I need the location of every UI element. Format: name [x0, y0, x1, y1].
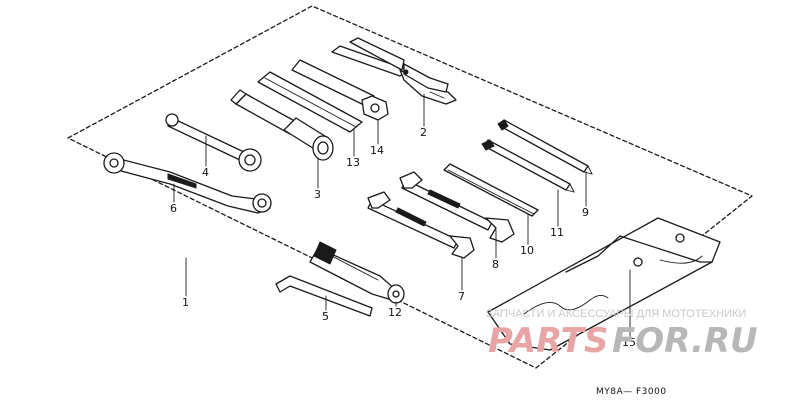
box-wrench — [230, 89, 334, 161]
watermark-logo-left: PARTS — [488, 321, 608, 361]
tool-bag — [487, 217, 721, 351]
callout-12: 12 — [388, 306, 402, 319]
callout-7: 7 — [458, 290, 465, 303]
callout-13: 13 — [346, 156, 360, 169]
hex-spanner — [291, 59, 389, 121]
figure-code: MY8A— F3000 — [596, 387, 667, 397]
hex-key — [275, 275, 373, 317]
callouts: 1 2 3 4 5 6 7 8 9 10 11 12 13 14 15 — [170, 126, 636, 349]
callout-6: 6 — [170, 202, 177, 215]
callout-3: 3 — [314, 188, 321, 201]
open-end-wrench-7 — [367, 191, 475, 259]
flat-tool — [257, 71, 363, 133]
callout-1: 1 — [182, 296, 189, 309]
pliers — [331, 37, 457, 105]
callout-4: 4 — [202, 166, 209, 179]
screwdriver-shaft-11 — [481, 139, 575, 193]
callout-8: 8 — [492, 258, 499, 271]
callout-5: 5 — [322, 310, 329, 323]
callout-11: 11 — [550, 226, 564, 239]
watermark-caption: ЗАПЧАСТИ И АКСЕССУАРЫ ДЛЯ МОТОТЕХНИКИ — [486, 308, 746, 320]
callout-9: 9 — [582, 206, 589, 219]
callout-15: 15 — [622, 336, 636, 349]
leader-lines — [173, 93, 631, 337]
ring-wrench — [165, 113, 262, 172]
watermark-logo-right: FOR.RU — [612, 321, 758, 361]
callout-2: 2 — [420, 126, 427, 139]
offset-ring-wrench — [103, 152, 272, 214]
watermark: ЗАПЧАСТИ И АКСЕССУАРЫ ДЛЯ МОТОТЕХНИКИ PA… — [486, 308, 758, 361]
screwdriver-shaft-9 — [497, 119, 593, 175]
callout-14: 14 — [370, 144, 384, 157]
callout-10: 10 — [520, 244, 534, 257]
open-end-wrench-8 — [399, 171, 515, 243]
flat-blade-10 — [443, 163, 539, 217]
screwdriver-handle — [309, 241, 405, 304]
